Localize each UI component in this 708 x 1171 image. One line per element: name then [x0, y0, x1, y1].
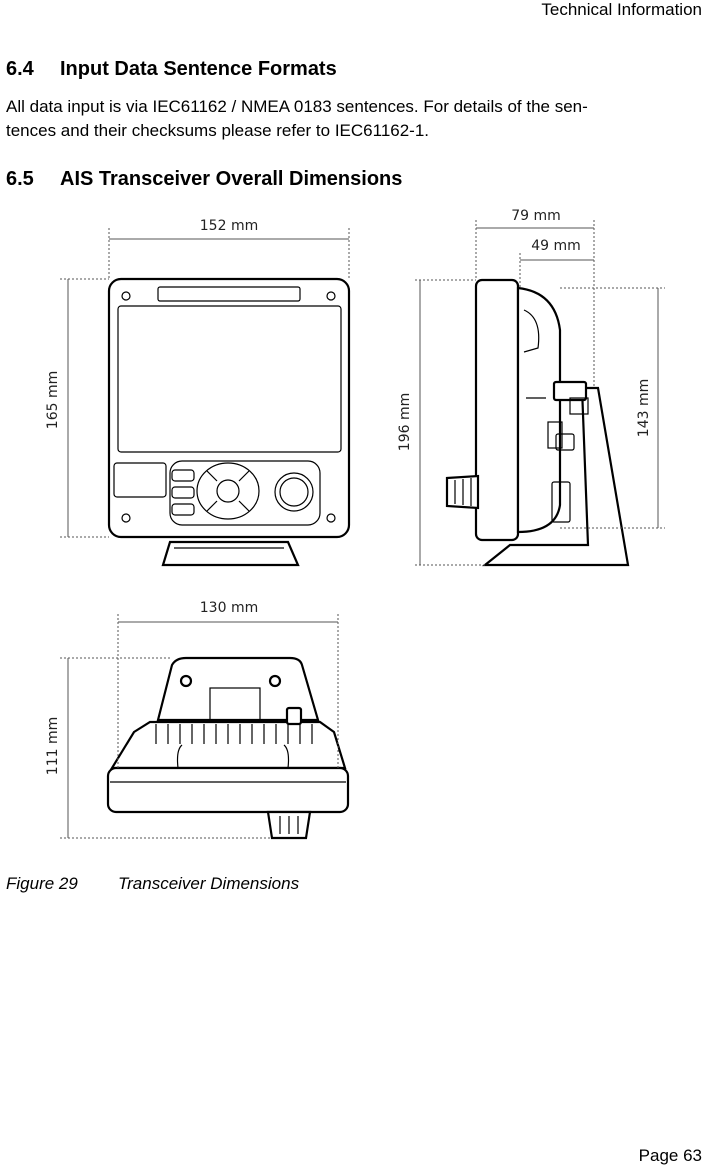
front-view-drawing: [107, 277, 351, 567]
figure-caption: Figure 29 Transceiver Dimensions: [6, 874, 299, 894]
body-line: tences and their checksums please refer …: [6, 121, 430, 140]
front-dimensions: 152 mm 165 mm: [45, 218, 350, 538]
section-6-5-title: 6.5 AIS Transceiver Overall Dimensions: [6, 168, 402, 191]
top-view-drawing: [106, 656, 350, 840]
section-6-4-body: All data input is via IEC61162 / NMEA 01…: [6, 95, 706, 143]
top-width-label: 130 mm: [200, 600, 258, 616]
side-view-drawing: [445, 278, 630, 567]
front-width-label: 152 mm: [200, 218, 258, 234]
transceiver-dimensions-figure: 152 mm 165 mm 79 mm 49 mm 196 mm: [45, 208, 665, 840]
page-number: Page 63: [638, 1146, 702, 1165]
section-number: 6.4: [6, 58, 34, 80]
top-cooling-fins: [155, 724, 313, 744]
figure-label: Figure 29: [6, 874, 78, 893]
section-heading: AIS Transceiver Overall Dimensions: [60, 168, 403, 190]
running-header: Technical Information: [541, 0, 702, 19]
side-body-depth-label: 49 mm: [531, 238, 581, 254]
side-total-depth-label: 79 mm: [511, 208, 561, 224]
section-heading: Input Data Sentence Formats: [60, 58, 337, 80]
section-6-4-title: 6.4 Input Data Sentence Formats: [6, 58, 337, 81]
side-bracket-height-label: 143 mm: [636, 379, 652, 437]
front-height-label: 165 mm: [45, 371, 61, 429]
top-depth-label: 111 mm: [45, 717, 61, 775]
side-total-height-label: 196 mm: [397, 393, 413, 451]
top-dimensions: 130 mm 111 mm: [45, 600, 339, 839]
figure-caption-text: Transceiver Dimensions: [118, 874, 300, 893]
section-number: 6.5: [6, 168, 34, 190]
side-dimensions: 79 mm 49 mm 196 mm 143 mm: [397, 208, 665, 566]
body-line: All data input is via IEC61162 / NMEA 01…: [6, 97, 588, 116]
